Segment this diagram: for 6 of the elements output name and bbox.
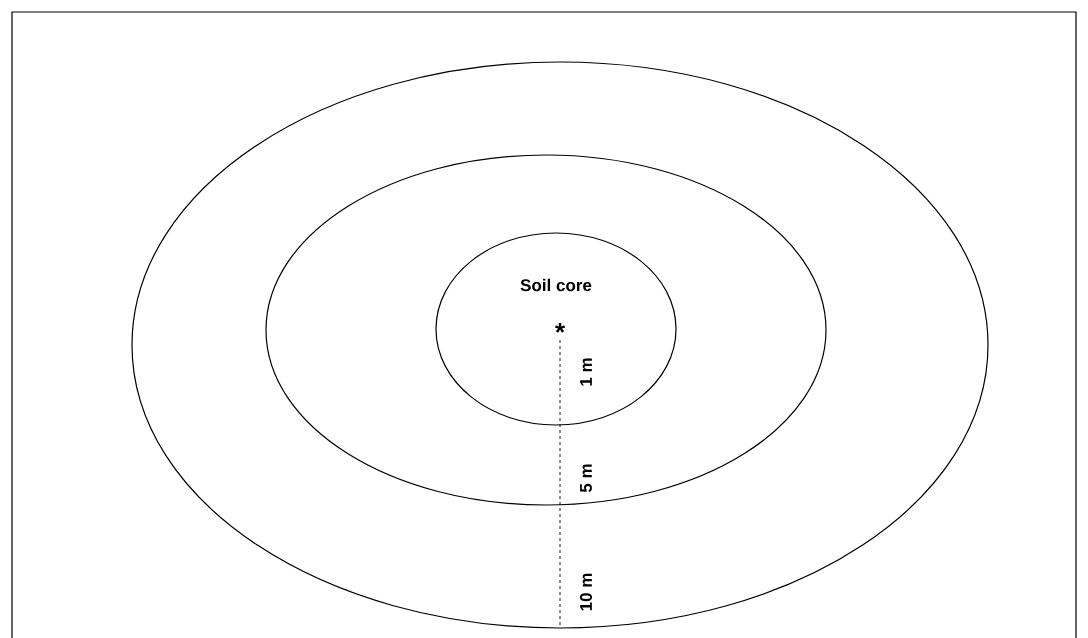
- ellipse: [131, 61, 989, 629]
- distance-label: 1 m: [580, 358, 592, 386]
- distance-label: 10 m: [580, 573, 593, 611]
- asterisk-mark: *: [555, 323, 566, 333]
- ellipse: [265, 154, 827, 506]
- distance-label: 5 m: [580, 464, 592, 493]
